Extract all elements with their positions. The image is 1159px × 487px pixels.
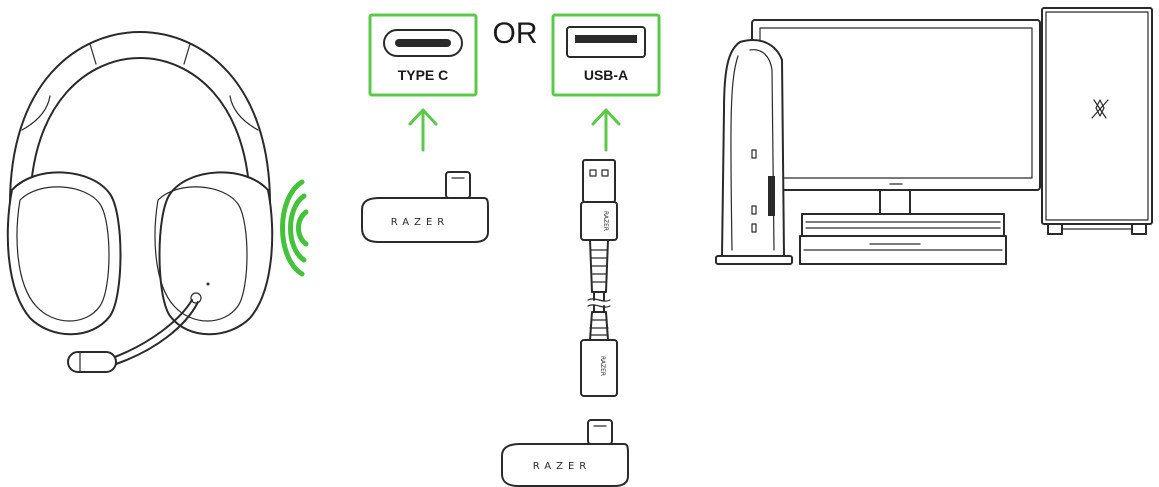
usb-a-port: USB-A [551, 13, 661, 97]
arrow-up-icon [591, 108, 621, 152]
usb-c-dongle-icon: RAZER [361, 171, 489, 243]
dongle-brand: RAZER [391, 217, 450, 228]
usb-c-dongle-icon: RAZER [501, 419, 629, 487]
headset-icon [6, 31, 274, 373]
type-c-port: TYPE C [368, 13, 478, 97]
arrow-up-icon [408, 108, 438, 152]
usb-a-label: USB-A [584, 67, 628, 83]
extender-brand: RAZER [599, 356, 606, 376]
cable-brand: RAZER [602, 211, 609, 231]
console-icon [715, 39, 793, 265]
dongle-brand-bottom: RAZER [533, 461, 592, 472]
monitor-icon [751, 19, 1041, 215]
razer-logo-icon [1091, 99, 1109, 119]
pc-tower-icon [1041, 7, 1153, 235]
console-stack-icon [799, 213, 1007, 265]
usb-a-cable-icon: RAZER RAZER [580, 159, 618, 397]
wireless-signal-icon [280, 179, 309, 277]
or-separator: OR [493, 17, 538, 50]
usb-c-port-icon [383, 29, 463, 57]
usb-a-port-icon [566, 26, 646, 58]
type-c-label: TYPE C [398, 67, 449, 83]
